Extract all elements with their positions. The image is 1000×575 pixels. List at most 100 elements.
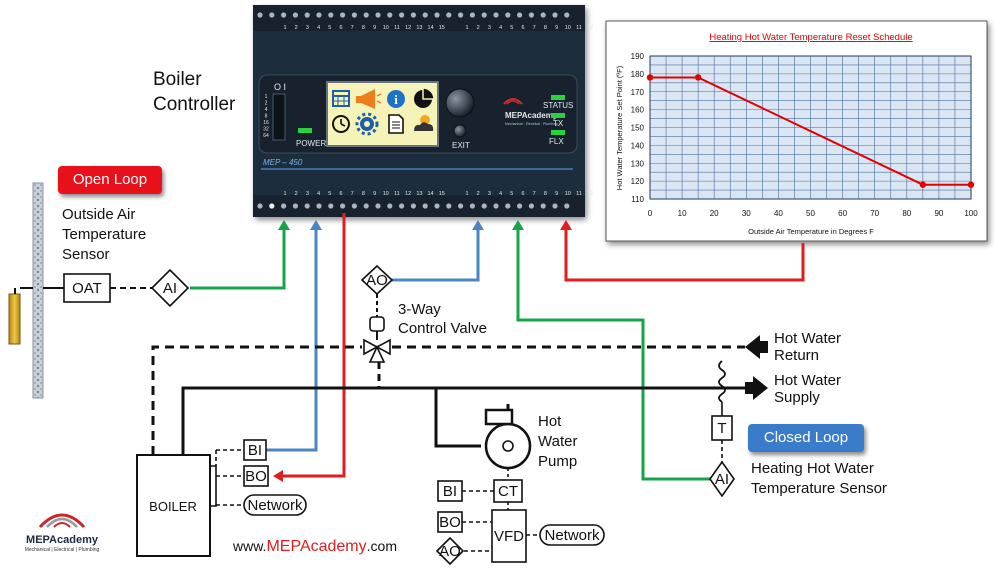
navigation-knob[interactable] xyxy=(445,88,475,118)
bottom-terminal-screw xyxy=(517,203,523,209)
pump-impeller xyxy=(502,440,514,452)
bottom-terminal-number: 4 xyxy=(499,191,502,197)
valve-ao-label: AO xyxy=(366,272,388,289)
y-tick-label: 140 xyxy=(631,141,645,150)
bottom-terminal-number: 11 xyxy=(394,191,400,197)
clock-icon[interactable] xyxy=(332,115,350,133)
boiler-network-pill xyxy=(243,494,307,516)
chart-arrow-head xyxy=(560,220,572,230)
bottom-terminal-screw xyxy=(564,203,570,209)
bi-arrow-head xyxy=(310,220,322,230)
oat-ai-diamond xyxy=(150,268,190,308)
x-tick-label: 70 xyxy=(870,209,879,218)
top-terminal-screw xyxy=(410,12,416,18)
pump-ao-label: AO xyxy=(439,543,461,560)
bottom-terminal-screw xyxy=(434,203,440,209)
dip-switch-value: 4 xyxy=(265,107,268,113)
pump-title-line3: Pump xyxy=(538,453,577,470)
pie-chart-icon[interactable] xyxy=(414,87,435,108)
tx-led xyxy=(551,113,565,118)
bottom-terminal-screw xyxy=(351,203,357,209)
oat-sensor-title-line1: Outside Air xyxy=(62,206,135,223)
t-label: T xyxy=(717,420,726,437)
top-terminal-screw xyxy=(540,12,546,18)
bottom-terminal-number: 14 xyxy=(428,191,434,197)
top-terminal-number: 1 xyxy=(283,25,286,31)
vfd-network-pill xyxy=(539,524,605,546)
y-tick-label: 110 xyxy=(631,195,644,204)
svg-text:Mechanical | Electrical | Plum: Mechanical | Electrical | Plumbing xyxy=(25,547,100,553)
megaphone-icon[interactable] xyxy=(356,89,382,109)
bottom-terminal-number: 2 xyxy=(477,191,480,197)
top-terminal-number: 3 xyxy=(488,25,491,31)
top-terminal-screw xyxy=(481,12,487,18)
bottom-terminal-number: 15 xyxy=(439,191,445,197)
svg-text:i: i xyxy=(394,92,398,107)
supply-temp-arrow-head xyxy=(512,220,524,230)
website-text[interactable]: www.MEPAcademy.com xyxy=(232,538,397,555)
controller-brand-logo: MEPAcademy Mechanical · Electrical · Plu… xyxy=(503,98,558,126)
open-loop-badge: Open Loop xyxy=(58,166,162,194)
bottom-terminal-number: 3 xyxy=(488,191,491,197)
setpoint-point xyxy=(646,74,654,81)
y-axis-label: Hot Water Temperature Set Point (ºF) xyxy=(615,65,624,190)
gear-icon[interactable] xyxy=(355,112,379,136)
bottom-terminal-number: 3 xyxy=(306,191,309,197)
x-tick-label: 20 xyxy=(710,209,719,218)
dip-switch-bank[interactable] xyxy=(272,93,286,141)
top-terminal-screw xyxy=(458,12,464,18)
chart-setpoint-wire xyxy=(564,224,805,282)
top-terminal-number: 11 xyxy=(576,25,582,31)
bottom-terminal-screw xyxy=(505,203,511,209)
switch-label: O I xyxy=(274,82,286,92)
top-terminal-number: 15 xyxy=(439,25,445,31)
model-label: MEP – 450 xyxy=(263,158,303,167)
weather-icon[interactable] xyxy=(414,115,434,131)
top-terminal-screws xyxy=(257,12,570,18)
calendar-icon[interactable] xyxy=(332,90,350,107)
return-arrow-icon xyxy=(745,335,768,359)
x-tick-label: 10 xyxy=(678,209,687,218)
bottom-terminal-number: 10 xyxy=(565,191,571,197)
supply-ai-label: AI xyxy=(715,471,729,488)
pump-controls: CT BI VFD BO AO Network xyxy=(435,479,605,566)
ct-label: CT xyxy=(498,483,518,500)
top-terminal-strip xyxy=(253,5,585,31)
bottom-terminal-number: 7 xyxy=(533,191,536,197)
svg-text:MEPAcademy: MEPAcademy xyxy=(26,534,99,546)
document-icon[interactable] xyxy=(388,114,404,134)
top-terminal-screw xyxy=(281,12,287,18)
oat-sensor-title-line3: Sensor xyxy=(62,246,110,263)
top-terminal-screw xyxy=(552,12,558,18)
top-terminal-screw xyxy=(375,12,381,18)
controller-title-line1: Boiler xyxy=(153,69,202,90)
bottom-terminal-number: 10 xyxy=(383,191,389,197)
pump-bi-box xyxy=(437,480,463,502)
top-terminal-number: 4 xyxy=(317,25,320,31)
bottom-terminal-screw xyxy=(469,203,475,209)
supply-pipe xyxy=(181,386,745,455)
setpoint-point xyxy=(919,181,927,188)
top-terminal-screw xyxy=(399,12,405,18)
top-terminal-screw xyxy=(292,12,298,18)
x-tick-label: 40 xyxy=(774,209,783,218)
setpoint-point xyxy=(694,74,702,81)
supply-temp-signal-wire xyxy=(516,224,710,481)
exit-button[interactable] xyxy=(453,124,467,138)
pump-title-line1: Hot xyxy=(538,413,562,430)
svg-text:Mechanical · Electrical · Plum: Mechanical · Electrical · Plumbing xyxy=(505,122,558,126)
bottom-terminal-number: 9 xyxy=(373,191,376,197)
top-terminal-screw xyxy=(304,12,310,18)
bottom-terminal-screw xyxy=(410,203,416,209)
setpoint-point xyxy=(967,181,975,188)
info-icon[interactable]: i xyxy=(387,90,405,108)
dip-switch-value: 2 xyxy=(265,101,268,107)
x-tick-label: 90 xyxy=(934,209,943,218)
x-tick-label: 80 xyxy=(902,209,911,218)
sensor-well xyxy=(718,360,726,403)
pump-bo-label: BO xyxy=(439,514,461,531)
y-tick-label: 120 xyxy=(631,177,645,186)
